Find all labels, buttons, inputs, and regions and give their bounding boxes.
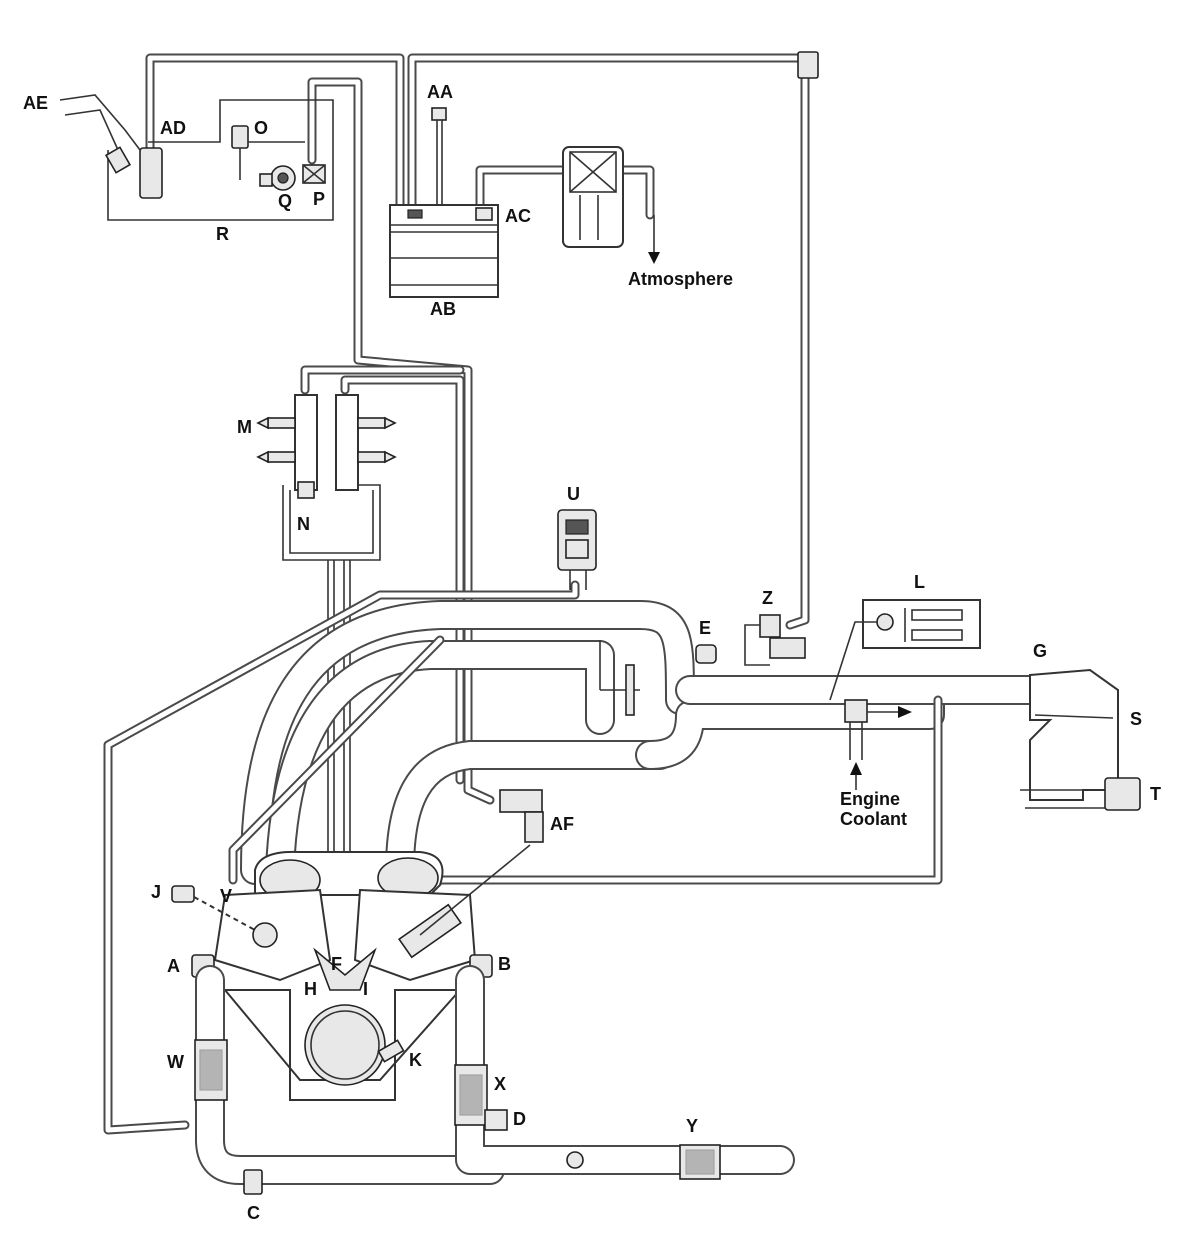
label-r: R [216, 224, 229, 244]
label-atmosphere: Atmosphere [628, 269, 733, 289]
label-t: T [1150, 784, 1161, 804]
label-c: C [247, 1203, 260, 1223]
label-engine: Engine [840, 789, 900, 809]
throttle-body [599, 640, 640, 716]
label-coolant: Coolant [840, 809, 907, 829]
label-v: V [220, 886, 232, 906]
label-j: J [151, 882, 161, 902]
fuel-injectors [256, 416, 397, 464]
exhaust-system [194, 965, 795, 1195]
label-ad: AD [160, 118, 186, 138]
sensor-c [243, 1169, 263, 1195]
label-u: U [567, 484, 580, 504]
label-f: F [331, 954, 342, 974]
air-cleaner [1020, 668, 1141, 811]
egr-valve [557, 509, 597, 590]
label-e: E [699, 618, 711, 638]
label-n: N [297, 514, 310, 534]
label-y: Y [686, 1116, 698, 1136]
label-af: AF [550, 814, 574, 834]
label-k: K [409, 1050, 422, 1070]
label-ae: AE [23, 93, 48, 113]
label-l: L [914, 572, 925, 592]
pipe-connector [797, 51, 819, 79]
evap-pipes [145, 53, 810, 805]
engine-block [213, 850, 477, 1101]
fuel-tank [389, 107, 499, 298]
label-d: D [513, 1109, 526, 1129]
canister-box [59, 94, 334, 221]
intake-ducts [240, 600, 1045, 885]
airflow-meter [829, 599, 981, 701]
rear-o2-sensor-d [484, 1109, 508, 1131]
air-filter-box [562, 146, 660, 264]
label-z: Z [762, 588, 773, 608]
label-a: A [167, 956, 180, 976]
label-x: X [494, 1074, 506, 1094]
sensor-e [695, 644, 717, 664]
label-ac: AC [505, 206, 531, 226]
label-q: Q [278, 191, 292, 211]
label-s: S [1130, 709, 1142, 729]
coolant-valve [844, 699, 912, 790]
labels: AE AD O Q P R AA AC AB Atmosphere M N U … [23, 82, 1161, 1223]
label-aa: AA [427, 82, 453, 102]
label-m: M [237, 417, 252, 437]
isc-valve [744, 614, 806, 666]
label-o: O [254, 118, 268, 138]
label-w: W [167, 1052, 184, 1072]
label-h: H [304, 979, 317, 999]
label-b: B [498, 954, 511, 974]
label-p: P [313, 189, 325, 209]
label-i: I [363, 979, 368, 999]
cam-sensor-j [171, 885, 256, 931]
label-ab: AB [430, 299, 456, 319]
label-g: G [1033, 641, 1047, 661]
sensor-af [419, 789, 544, 936]
